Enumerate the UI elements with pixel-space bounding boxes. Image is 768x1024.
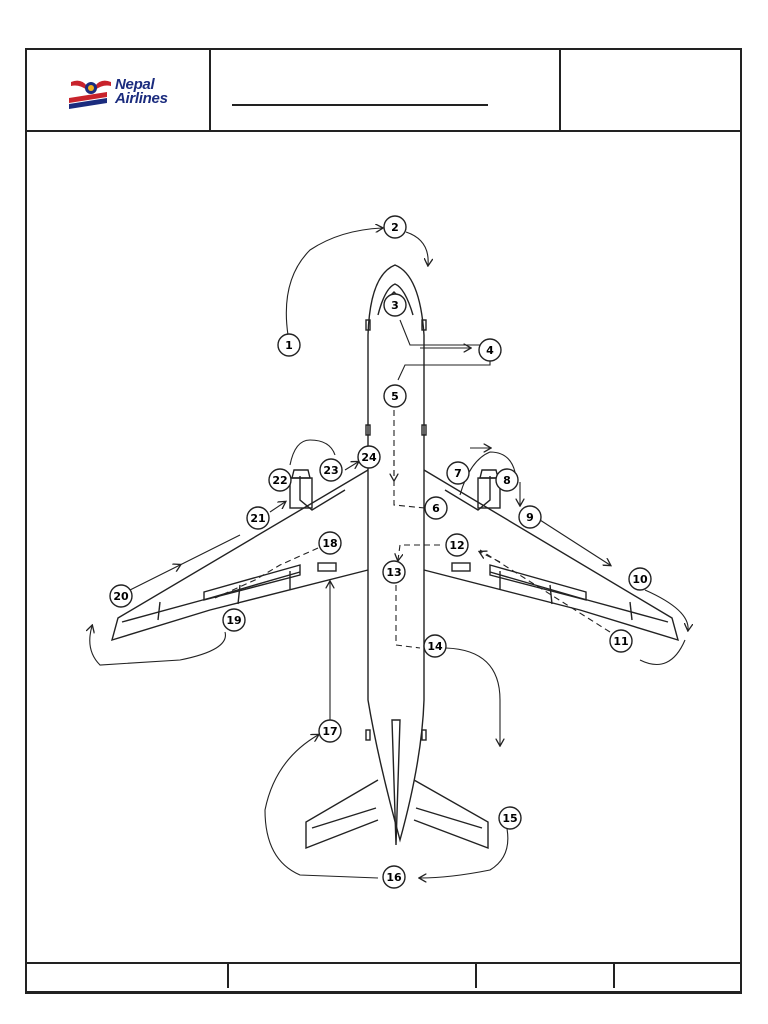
station-number: 4	[486, 344, 494, 357]
station-marker-3: 3	[383, 293, 407, 317]
station-circle	[445, 533, 469, 557]
station-marker-9: 9	[518, 505, 542, 529]
station-number: 24	[361, 451, 377, 464]
footer-cell-3	[477, 964, 615, 988]
station-circle	[277, 333, 301, 357]
station-circle	[318, 719, 342, 743]
station-number: 14	[427, 640, 443, 653]
station-number: 13	[386, 566, 401, 579]
station-circle	[495, 468, 519, 492]
footer-row	[27, 962, 740, 988]
station-circle	[383, 215, 407, 239]
station-marker-1: 1	[277, 333, 301, 357]
logo-text-line1: Nepal	[115, 76, 155, 93]
logo-text-line2: Airlines	[115, 90, 168, 107]
station-circle	[518, 505, 542, 529]
station-marker-22: 22	[268, 468, 292, 492]
header-title-cell	[211, 50, 561, 130]
station-number: 5	[391, 390, 399, 403]
station-circle	[246, 506, 270, 530]
station-number: 15	[502, 812, 517, 825]
station-number: 18	[322, 537, 337, 550]
logo-cell: Nepal Airlines	[27, 50, 211, 130]
station-number: 19	[226, 614, 241, 627]
station-marker-24: 24	[357, 445, 381, 469]
station-number: 11	[613, 635, 628, 648]
logo-emblem-icon	[69, 80, 111, 109]
station-circle	[446, 461, 470, 485]
station-circle	[383, 293, 407, 317]
station-circle	[222, 608, 246, 632]
document-frame: Nepal Airlines	[25, 48, 742, 994]
station-circle	[382, 560, 406, 584]
station-marker-23: 23	[319, 458, 343, 482]
station-marker-15: 15	[498, 806, 522, 830]
station-circle	[357, 445, 381, 469]
station-circle	[628, 567, 652, 591]
station-marker-6: 6	[424, 496, 448, 520]
station-number: 2	[391, 221, 399, 234]
station-circle	[319, 458, 343, 482]
station-marker-19: 19	[222, 608, 246, 632]
station-number: 23	[323, 464, 338, 477]
station-marker-16: 16	[382, 865, 406, 889]
station-circle	[268, 468, 292, 492]
station-number: 10	[632, 573, 648, 586]
station-marker-18: 18	[318, 531, 342, 555]
footer-cell-1	[27, 964, 229, 988]
station-number: 21	[250, 512, 265, 525]
header-row: Nepal Airlines	[27, 50, 740, 132]
footer-underline	[27, 991, 740, 992]
station-marker-17: 17	[318, 719, 342, 743]
station-number: 12	[449, 539, 464, 552]
station-number: 16	[386, 871, 402, 884]
station-marker-21: 21	[246, 506, 270, 530]
station-circle	[424, 496, 448, 520]
station-circle	[478, 338, 502, 362]
station-number: 9	[526, 511, 534, 524]
station-marker-4: 4	[478, 338, 502, 362]
station-number: 20	[113, 590, 129, 603]
station-circle	[423, 634, 447, 658]
walkaround-path	[90, 228, 688, 878]
aircraft-outline	[110, 264, 680, 850]
station-marker-2: 2	[383, 215, 407, 239]
station-number: 22	[272, 474, 287, 487]
station-marker-8: 8	[495, 468, 519, 492]
station-circle	[382, 865, 406, 889]
station-number: 7	[454, 467, 462, 480]
station-number: 1	[285, 339, 293, 352]
station-number: 3	[391, 299, 399, 312]
footer-cell-2	[229, 964, 477, 988]
nepal-airlines-logo: Nepal Airlines	[67, 76, 177, 110]
station-marker-7: 7	[446, 461, 470, 485]
station-circle	[109, 584, 133, 608]
title-underline	[232, 104, 488, 106]
station-number: 6	[432, 502, 440, 515]
station-marker-5: 5	[383, 384, 407, 408]
station-marker-13: 13	[382, 560, 406, 584]
station-marker-20: 20	[109, 584, 133, 608]
station-circle	[383, 384, 407, 408]
station-marker-10: 10	[628, 567, 652, 591]
station-marker-14: 14	[423, 634, 447, 658]
station-number: 17	[322, 725, 337, 738]
station-circle	[318, 531, 342, 555]
station-marker-12: 12	[445, 533, 469, 557]
station-number: 8	[503, 474, 511, 487]
station-circle	[498, 806, 522, 830]
station-circle	[609, 629, 633, 653]
station-marker-11: 11	[609, 629, 633, 653]
